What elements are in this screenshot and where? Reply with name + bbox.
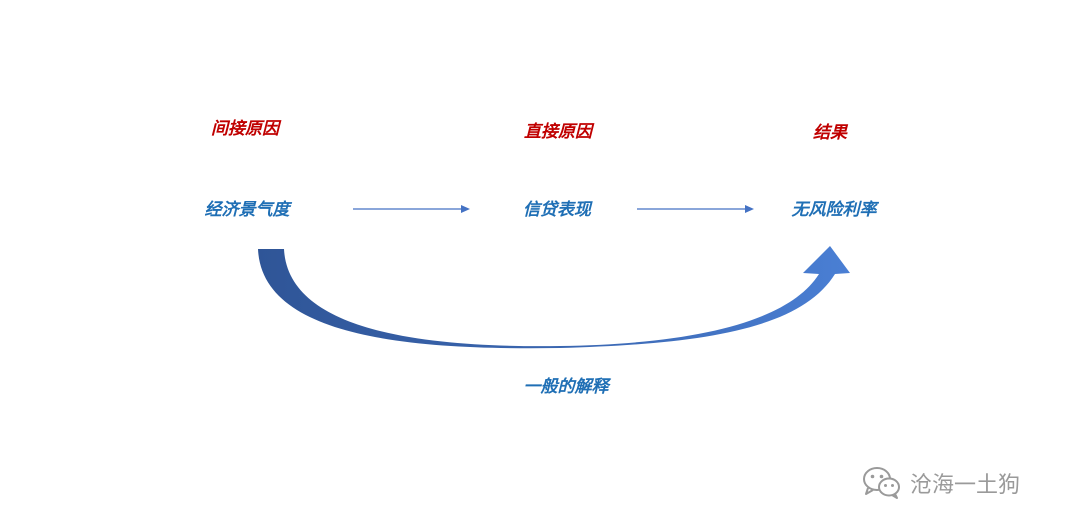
wechat-icon: [862, 466, 902, 500]
node-economic-climate: 经济景气度: [204, 200, 290, 220]
watermark: 沧海一土狗: [862, 466, 1020, 500]
arrow-economic-to-credit: [353, 205, 470, 213]
header-direct-cause: 直接原因: [524, 122, 592, 142]
arrow-credit-to-rate: [637, 205, 754, 213]
watermark-text: 沧海一土狗: [910, 473, 1021, 498]
node-risk-free-rate: 无风险利率: [791, 200, 877, 220]
curve-label: 一般的解释: [523, 377, 609, 397]
header-result: 结果: [813, 123, 847, 143]
curved-arrow-general-explanation: [258, 246, 850, 349]
header-indirect-cause: 间接原因: [211, 119, 279, 139]
node-credit-performance: 信贷表现: [523, 200, 591, 220]
